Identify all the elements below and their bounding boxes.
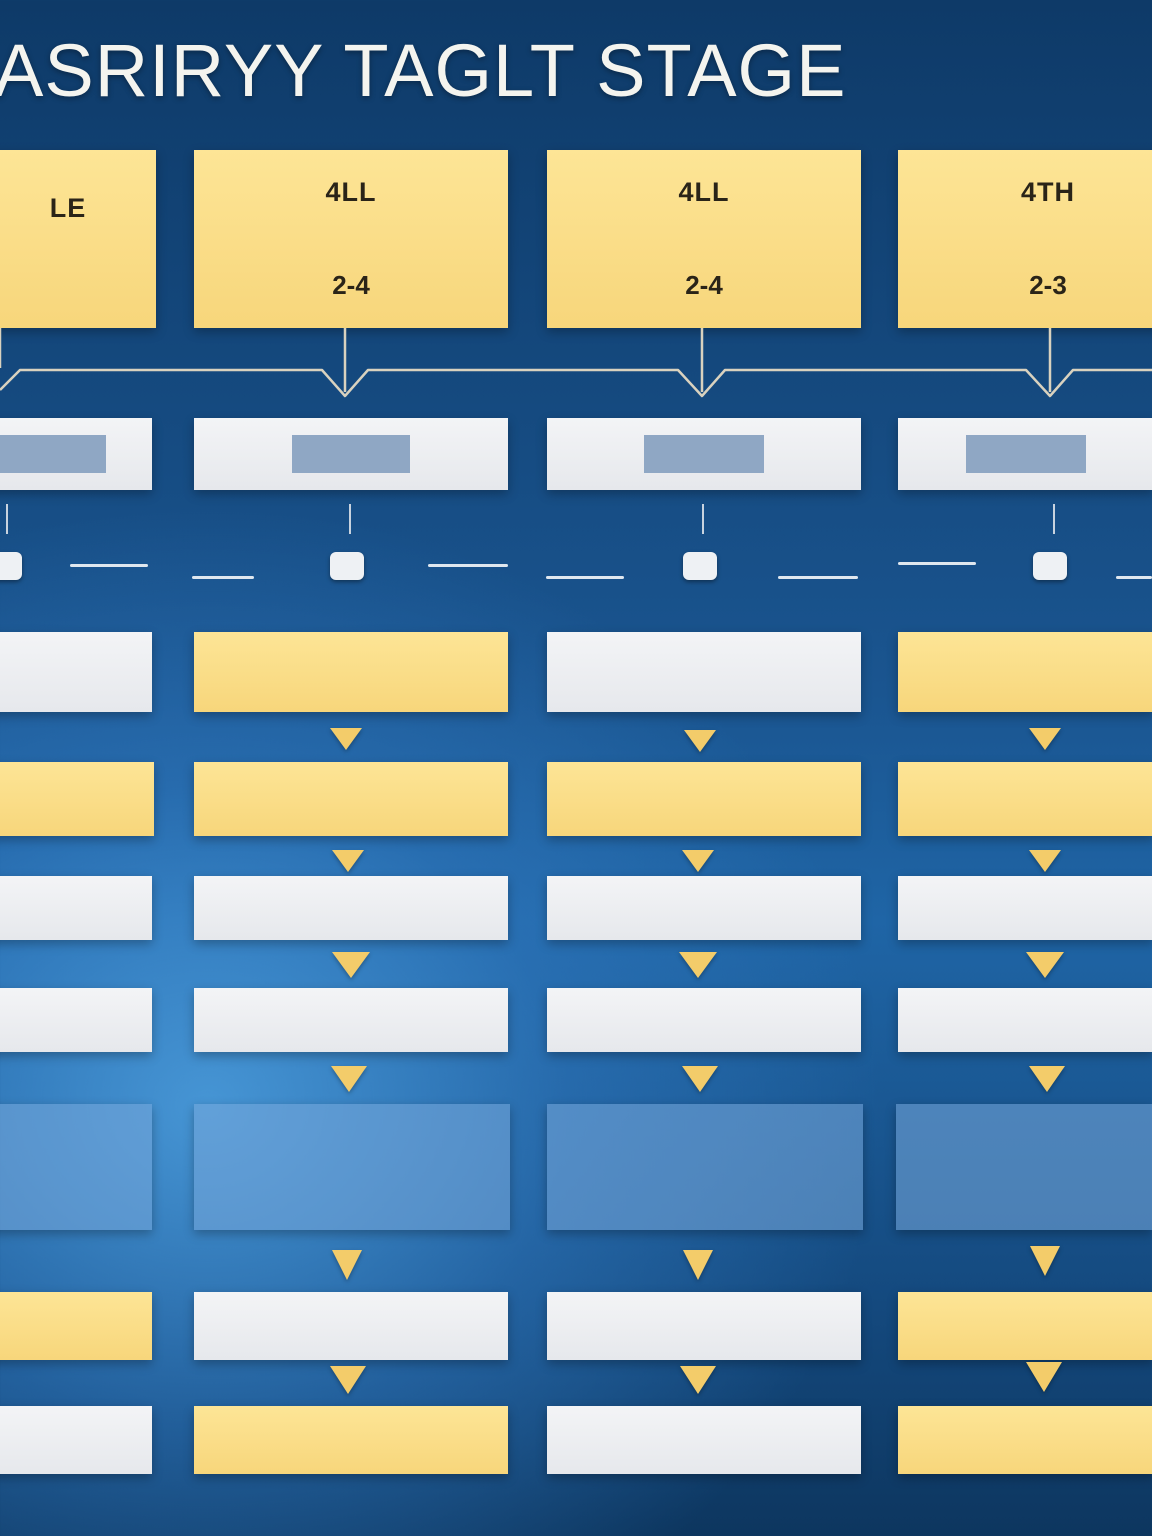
down-arrow-icon bbox=[330, 728, 362, 750]
dash-line bbox=[428, 564, 508, 567]
stage-header-1: LE bbox=[0, 150, 156, 328]
down-arrow-icon bbox=[1026, 952, 1064, 978]
step-card bbox=[0, 1406, 152, 1474]
step-card bbox=[898, 632, 1152, 712]
down-arrow-icon bbox=[682, 1066, 718, 1092]
down-arrow-icon bbox=[1026, 1362, 1062, 1392]
dash-line bbox=[546, 576, 624, 579]
step-card bbox=[898, 1292, 1152, 1360]
stage-range: 2-3 bbox=[1029, 270, 1067, 300]
step-badge-icon bbox=[1033, 552, 1067, 580]
stage-header-2: 4LL 2-4 bbox=[194, 150, 508, 328]
tag-bar-1 bbox=[0, 418, 152, 490]
down-arrow-icon bbox=[331, 1066, 367, 1092]
step-card bbox=[898, 1406, 1152, 1474]
down-arrow-icon bbox=[1029, 728, 1061, 750]
down-arrow-icon bbox=[684, 730, 716, 752]
step-card bbox=[547, 988, 861, 1052]
dash-line bbox=[1116, 576, 1152, 579]
page-title: ASRIRYY TAGLT STAGE bbox=[0, 29, 847, 112]
tag-label bbox=[0, 435, 106, 473]
step-card bbox=[547, 876, 861, 940]
step-card bbox=[547, 762, 861, 836]
step-card bbox=[0, 632, 152, 712]
down-arrow-icon bbox=[683, 1250, 713, 1280]
stage-range: 2-4 bbox=[685, 270, 723, 300]
tick-mark bbox=[702, 504, 704, 534]
step-card bbox=[547, 1406, 861, 1474]
tick-mark bbox=[349, 504, 351, 534]
stage-header-4: 4TH 2-3 bbox=[898, 150, 1152, 328]
tag-bar-2 bbox=[194, 418, 508, 490]
step-card bbox=[0, 762, 154, 836]
stage-code: 4LL bbox=[325, 177, 377, 207]
stage-header-3: 4LL 2-4 bbox=[547, 150, 861, 328]
step-card bbox=[0, 1292, 152, 1360]
step-card bbox=[0, 1104, 152, 1230]
tag-bar-4 bbox=[898, 418, 1152, 490]
dash-line bbox=[778, 576, 858, 579]
stage-range: 2-4 bbox=[332, 270, 370, 300]
step-badge-icon bbox=[0, 552, 22, 580]
step-badge-icon bbox=[683, 552, 717, 580]
step-card bbox=[0, 876, 152, 940]
dash-line bbox=[70, 564, 148, 567]
down-arrow-icon bbox=[332, 850, 364, 872]
step-card bbox=[547, 632, 861, 712]
down-arrow-icon bbox=[1029, 850, 1061, 872]
tag-label bbox=[966, 435, 1086, 473]
step-card bbox=[896, 1104, 1152, 1230]
step-card bbox=[898, 988, 1152, 1052]
down-arrow-icon bbox=[682, 850, 714, 872]
down-arrow-icon bbox=[679, 952, 717, 978]
step-card bbox=[194, 988, 508, 1052]
step-card bbox=[898, 762, 1152, 836]
down-arrow-icon bbox=[1030, 1246, 1060, 1276]
tag-bar-3 bbox=[547, 418, 861, 490]
step-card bbox=[547, 1292, 861, 1360]
step-card bbox=[194, 1406, 508, 1474]
step-badge-icon bbox=[330, 552, 364, 580]
dash-line bbox=[192, 576, 254, 579]
stage-code: LE bbox=[49, 192, 87, 223]
stage-code: 4LL bbox=[678, 177, 730, 207]
step-card bbox=[547, 1104, 863, 1230]
step-card bbox=[194, 1292, 508, 1360]
step-card bbox=[194, 762, 508, 836]
step-card bbox=[898, 876, 1152, 940]
down-arrow-icon bbox=[332, 952, 370, 978]
down-arrow-icon bbox=[1029, 1066, 1065, 1092]
step-card bbox=[194, 632, 508, 712]
down-arrow-icon bbox=[330, 1366, 366, 1394]
tick-mark bbox=[1053, 504, 1055, 534]
tick-mark bbox=[6, 504, 8, 534]
dash-line bbox=[898, 562, 976, 565]
step-card bbox=[194, 1104, 510, 1230]
step-card bbox=[0, 988, 152, 1052]
tag-label bbox=[644, 435, 764, 473]
bracket-connector bbox=[0, 328, 1152, 398]
stage-code: 4TH bbox=[1020, 177, 1075, 207]
step-card bbox=[194, 876, 508, 940]
tag-label bbox=[292, 435, 410, 473]
down-arrow-icon bbox=[680, 1366, 716, 1394]
down-arrow-icon bbox=[332, 1250, 362, 1280]
